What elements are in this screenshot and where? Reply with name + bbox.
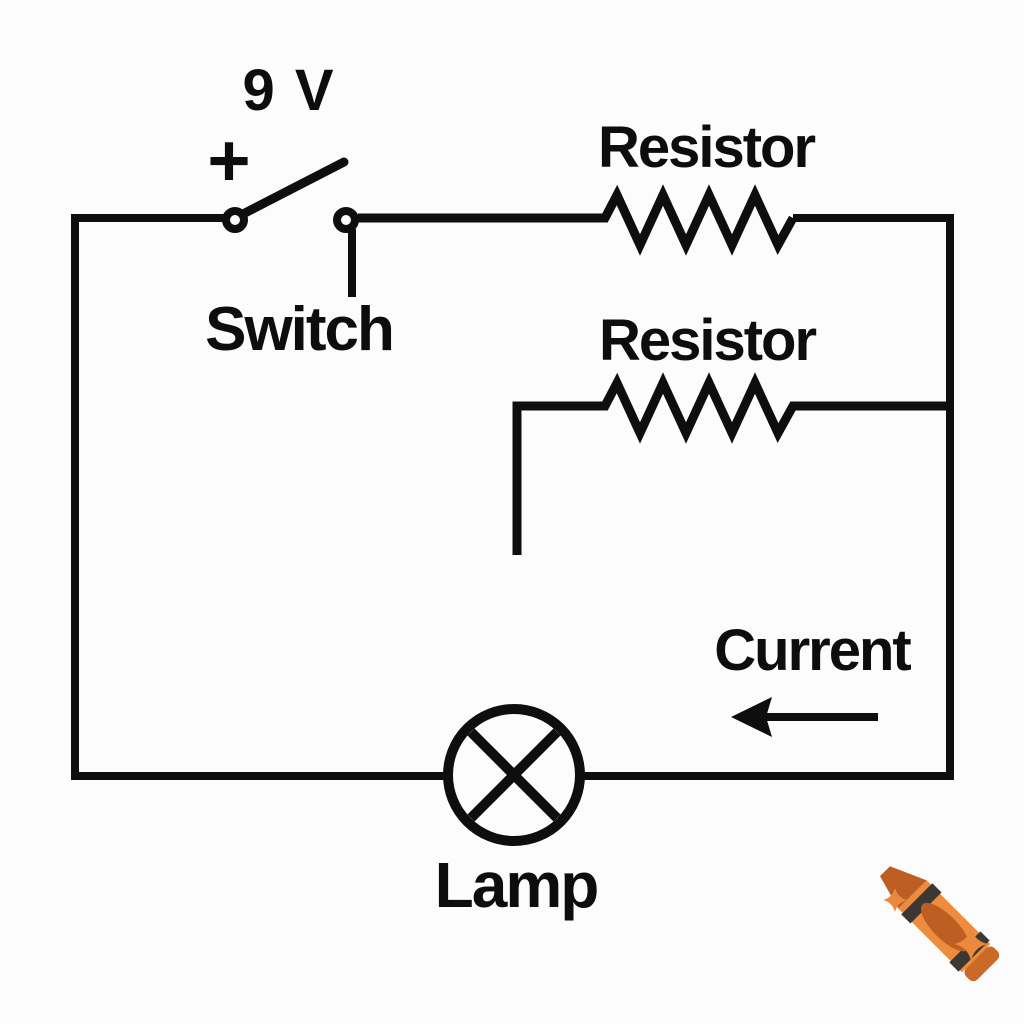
crayon-band-left: [901, 883, 942, 924]
battery-voltage-label: 9 V: [242, 58, 336, 123]
switch-left-terminal: [222, 207, 248, 233]
current-label: Current: [714, 618, 911, 683]
resistor-top-symbol: [358, 184, 797, 256]
resistor-top-label: Resistor: [597, 115, 816, 180]
lamp-label: Lamp: [434, 849, 600, 921]
crayon-watermark-icon: [880, 866, 1000, 982]
resistor-middle-label: Resistor: [598, 308, 817, 373]
crayon-cap: [964, 946, 1000, 982]
sparkle-icon-large: [954, 927, 988, 961]
switch-lever: [240, 157, 349, 218]
current-arrow-head: [731, 697, 772, 737]
sparkle-icon-small: [883, 888, 907, 912]
switch-label: Switch: [205, 295, 395, 364]
lamp-cross-line-2: [467, 728, 561, 822]
resistor-middle-symbol: [512, 372, 950, 555]
crayon-ellipse: [920, 902, 970, 952]
crayon-tip: [880, 866, 927, 909]
battery-plus-label: +: [207, 119, 251, 202]
switch-right-terminal: [333, 207, 359, 233]
